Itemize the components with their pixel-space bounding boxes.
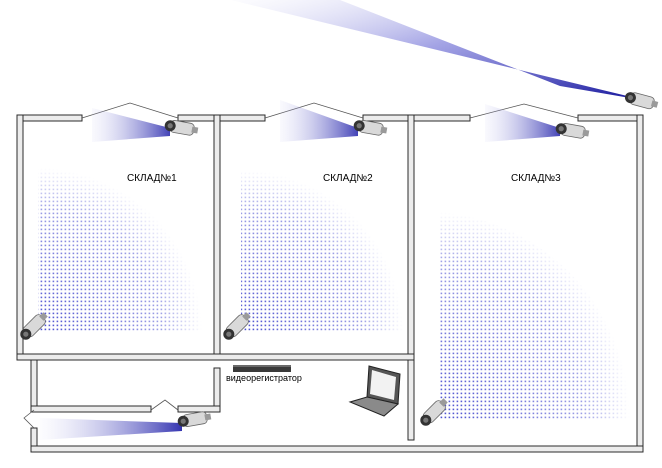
camera-icon [554, 121, 591, 141]
coverage-field-room3 [440, 212, 631, 420]
camera-icon [352, 118, 389, 138]
coverage-cone-room1 [92, 108, 170, 142]
camera-icon [176, 409, 213, 429]
room-label-1: СКЛАД№1 [127, 173, 177, 184]
room-label-2: СКЛАД№2 [323, 173, 373, 184]
coverage-field-room1 [38, 168, 202, 332]
dvr-icon [233, 365, 291, 372]
coverage-beam-exterior [231, 0, 648, 101]
coverage-cone-room2 [280, 100, 358, 142]
room-label-3: СКЛАД№3 [511, 173, 561, 184]
coverage-beam-bottom [40, 418, 182, 440]
laptop-icon [348, 365, 401, 417]
recorder-label: видеорегистратор [226, 373, 302, 383]
coverage-field-room2 [241, 170, 403, 332]
coverage-cone-room3 [485, 104, 560, 142]
camera-icon [623, 89, 660, 112]
walls [16, 114, 644, 453]
